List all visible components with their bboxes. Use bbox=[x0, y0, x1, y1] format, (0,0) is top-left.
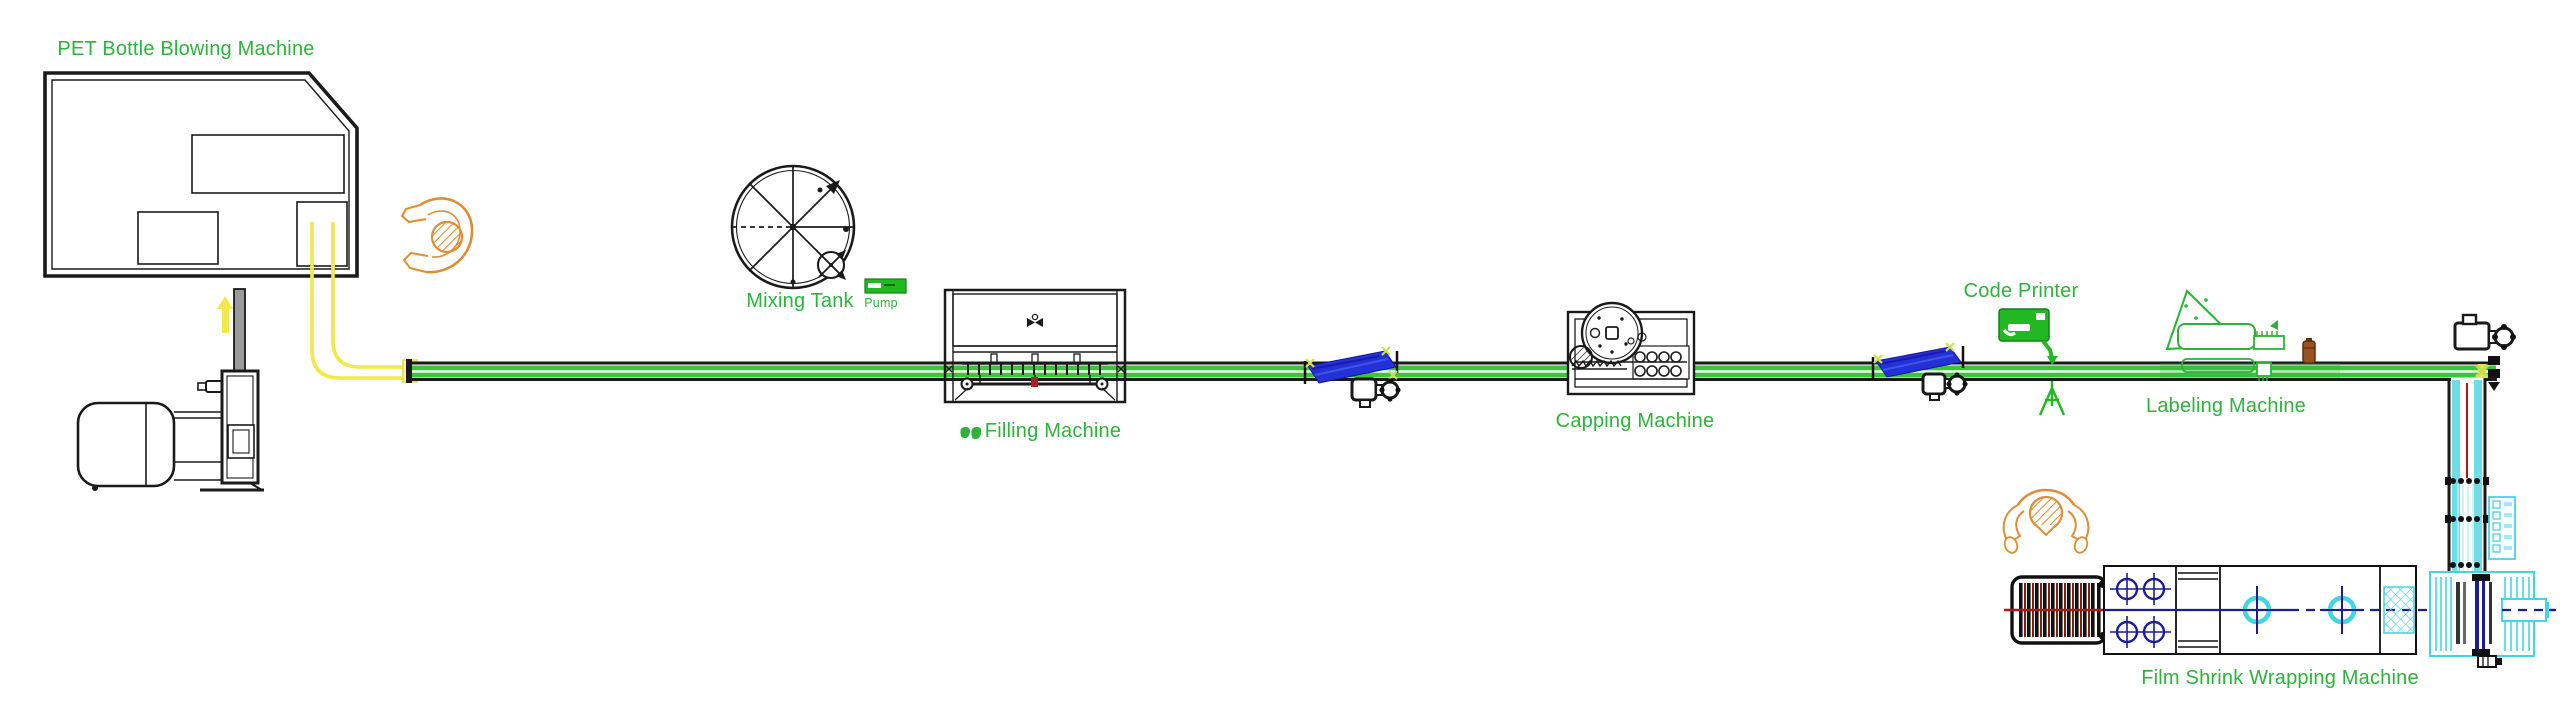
air-conveyor bbox=[310, 222, 418, 383]
filling-nozzles bbox=[967, 364, 1101, 375]
code-printer bbox=[1998, 308, 2066, 416]
operator-icon-1 bbox=[400, 197, 474, 274]
transfer-motor-2 bbox=[1921, 372, 1968, 401]
blow-molding-machine bbox=[43, 71, 359, 278]
cap-feeder-circles bbox=[1634, 351, 1682, 377]
main-conveyor bbox=[406, 359, 2497, 383]
labeling-machine bbox=[2160, 289, 2340, 381]
mixing-tank bbox=[730, 164, 856, 290]
agitator-symbol bbox=[816, 250, 846, 280]
label-shrink-wrapper: Film Shrink Wrapping Machine bbox=[2141, 667, 2419, 689]
capping-machine bbox=[1566, 301, 1696, 396]
head-motor bbox=[2477, 655, 2502, 668]
capper-star-wheel bbox=[1569, 345, 1627, 370]
corner-drive-motor bbox=[2453, 313, 2516, 391]
wrapper-film-reels bbox=[2235, 586, 2364, 634]
label-code-printer: Code Printer bbox=[1963, 280, 2079, 302]
pump-block bbox=[864, 278, 907, 294]
label-filling: Filling Machine bbox=[959, 420, 1121, 445]
label-capping: Capping Machine bbox=[1555, 410, 1715, 432]
operator-icon-2 bbox=[2002, 488, 2090, 554]
transfer-motor-1 bbox=[1350, 377, 1401, 408]
wrapper-head bbox=[2429, 571, 2556, 668]
wrapper-control-panel bbox=[2488, 496, 2516, 560]
film-shrink-wrapping-machine bbox=[2004, 565, 2556, 668]
bottle-on-conveyor bbox=[2302, 338, 2316, 364]
wrapper-heat-screen bbox=[2383, 586, 2415, 634]
label-mixing-tank: Mixing Tank bbox=[746, 290, 854, 312]
air-compressor bbox=[76, 288, 264, 492]
label-labeling: Labeling Machine bbox=[2146, 395, 2306, 417]
bottle-transfer-2 bbox=[1871, 342, 1968, 401]
printer-stand bbox=[2038, 381, 2066, 416]
wrapper-guide-crosshairs bbox=[2110, 573, 2171, 648]
filling-machine bbox=[943, 288, 1127, 404]
bottle-transfer-1 bbox=[1303, 346, 1401, 408]
label-blow-molder: PET Bottle Blowing Machine bbox=[57, 38, 315, 60]
label-pump: Pump bbox=[864, 296, 898, 310]
wrapper-infeed-rollers bbox=[2004, 575, 2108, 645]
valve-symbol bbox=[1027, 313, 1043, 327]
filling-label-glyph bbox=[959, 422, 983, 445]
air-flow-arrow bbox=[217, 296, 233, 333]
